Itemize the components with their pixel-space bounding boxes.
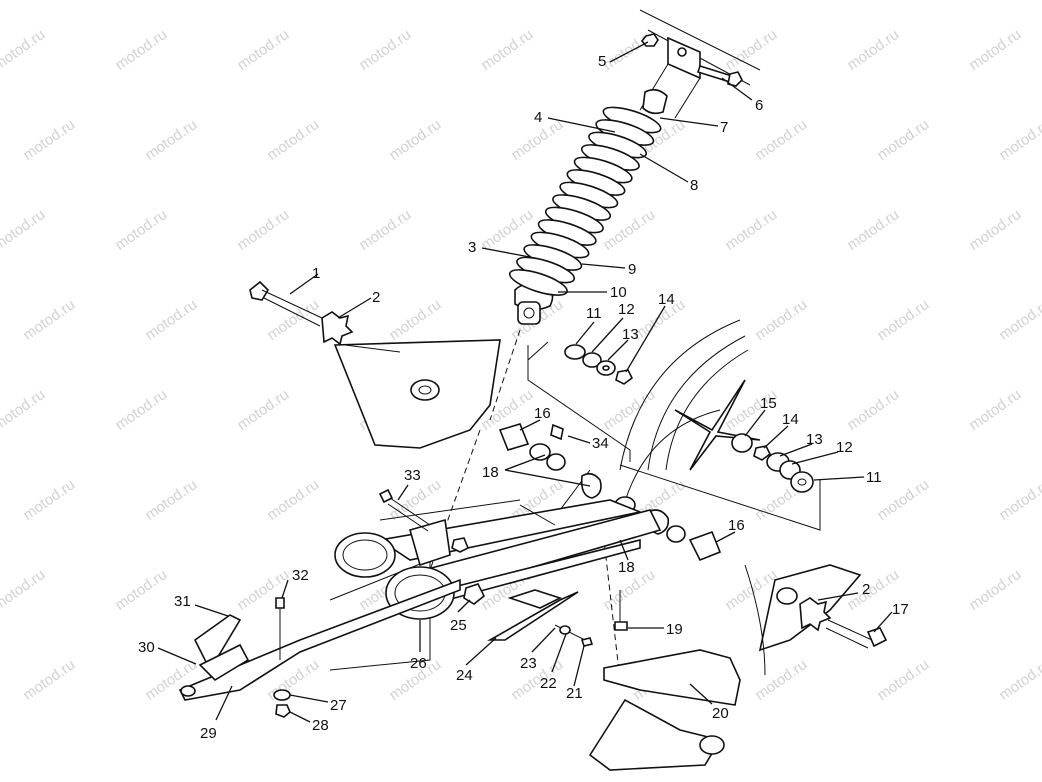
callout-2: 2 (862, 581, 870, 598)
callout-27: 27 (330, 697, 347, 714)
callout-13: 13 (622, 326, 639, 343)
callout-21: 21 (566, 685, 583, 702)
leader-lines (157, 41, 893, 723)
callout-13: 13 (806, 431, 823, 448)
shock-absorber (508, 88, 668, 325)
bushings-and-washers (498, 344, 814, 562)
callout-8: 8 (690, 177, 698, 194)
callout-11: 11 (866, 469, 882, 486)
left-mount-plate (249, 280, 501, 449)
callout-30: 30 (138, 639, 155, 656)
callout-12: 12 (618, 301, 635, 318)
callout-10: 10 (610, 284, 627, 301)
frame-arcs (619, 319, 761, 521)
lower-hardware (486, 564, 888, 771)
callout-12: 12 (836, 439, 853, 456)
callout-26: 26 (410, 655, 427, 672)
callout-17: 17 (892, 601, 909, 618)
callout-31: 31 (174, 593, 191, 610)
callout-22: 22 (540, 675, 557, 692)
callout-11: 11 (586, 305, 602, 322)
callout-18: 18 (482, 464, 499, 481)
callout-1: 1 (312, 265, 320, 282)
callout-28: 28 (312, 717, 329, 734)
callout-9: 9 (628, 261, 636, 278)
callout-20: 20 (712, 705, 729, 722)
callout-23: 23 (520, 655, 537, 672)
callout-16: 16 (534, 405, 551, 422)
swing-arm-assembly (334, 488, 662, 620)
callout-18: 18 (618, 559, 635, 576)
front-rail-bracket (178, 578, 461, 718)
callout-24: 24 (456, 667, 473, 684)
callout-14: 14 (658, 291, 675, 308)
callout-19: 19 (666, 621, 683, 638)
callout-labels: 1 2 3 4 5 6 7 8 9 10 11 12 13 14 15 14 1… (138, 53, 909, 742)
callout-4: 4 (534, 109, 542, 126)
callout-3: 3 (468, 239, 476, 256)
callout-15: 15 (760, 395, 777, 412)
callout-25: 25 (450, 617, 467, 634)
callout-16: 16 (728, 517, 745, 534)
callout-6: 6 (755, 97, 763, 114)
callout-33: 33 (404, 467, 421, 484)
callout-7: 7 (720, 119, 728, 136)
callout-29: 29 (200, 725, 217, 742)
callout-34: 34 (592, 435, 609, 452)
callout-5: 5 (598, 53, 606, 70)
callout-2: 2 (372, 289, 380, 306)
callout-32: 32 (292, 567, 309, 584)
callout-14: 14 (782, 411, 799, 428)
